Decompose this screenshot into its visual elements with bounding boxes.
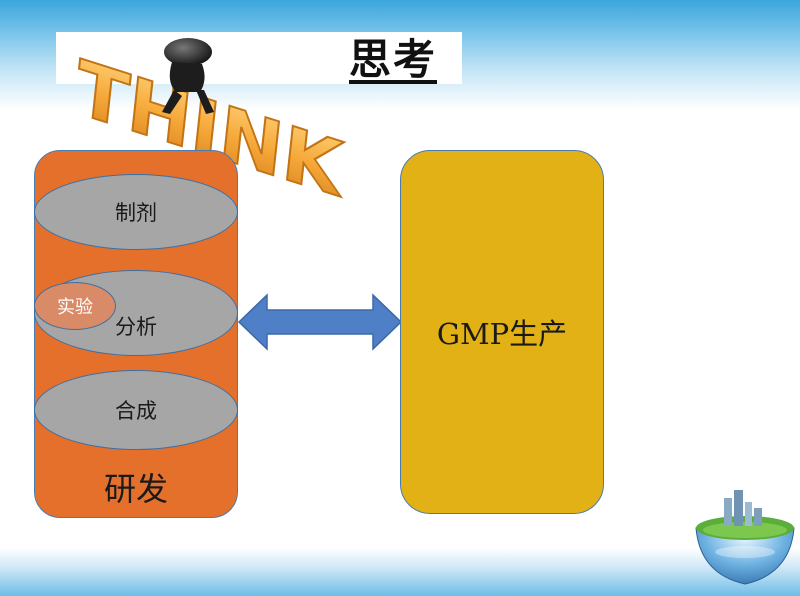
synthesis-oval: 合成 [34, 370, 238, 450]
experiment-label: 实验 [57, 297, 93, 318]
thinking-figure-icon [162, 38, 214, 114]
rnd-label: 研发 [103, 470, 168, 508]
formulation-oval: 制剂 [34, 174, 238, 250]
title-background [56, 32, 462, 84]
page-title: 思考 [349, 35, 438, 84]
experiment-badge: 实验 [34, 282, 116, 330]
gmp-production-label: GMP生产 [436, 317, 568, 351]
island-globe-city-icon [695, 490, 795, 585]
footer-gradient-band [0, 548, 800, 596]
formulation-label: 制剂 [115, 201, 157, 225]
analysis-label: 分析 [115, 315, 157, 339]
gmp-production-box: GMP生产 [400, 150, 604, 514]
double-arrow-icon [237, 293, 403, 351]
synthesis-label: 合成 [115, 399, 157, 423]
